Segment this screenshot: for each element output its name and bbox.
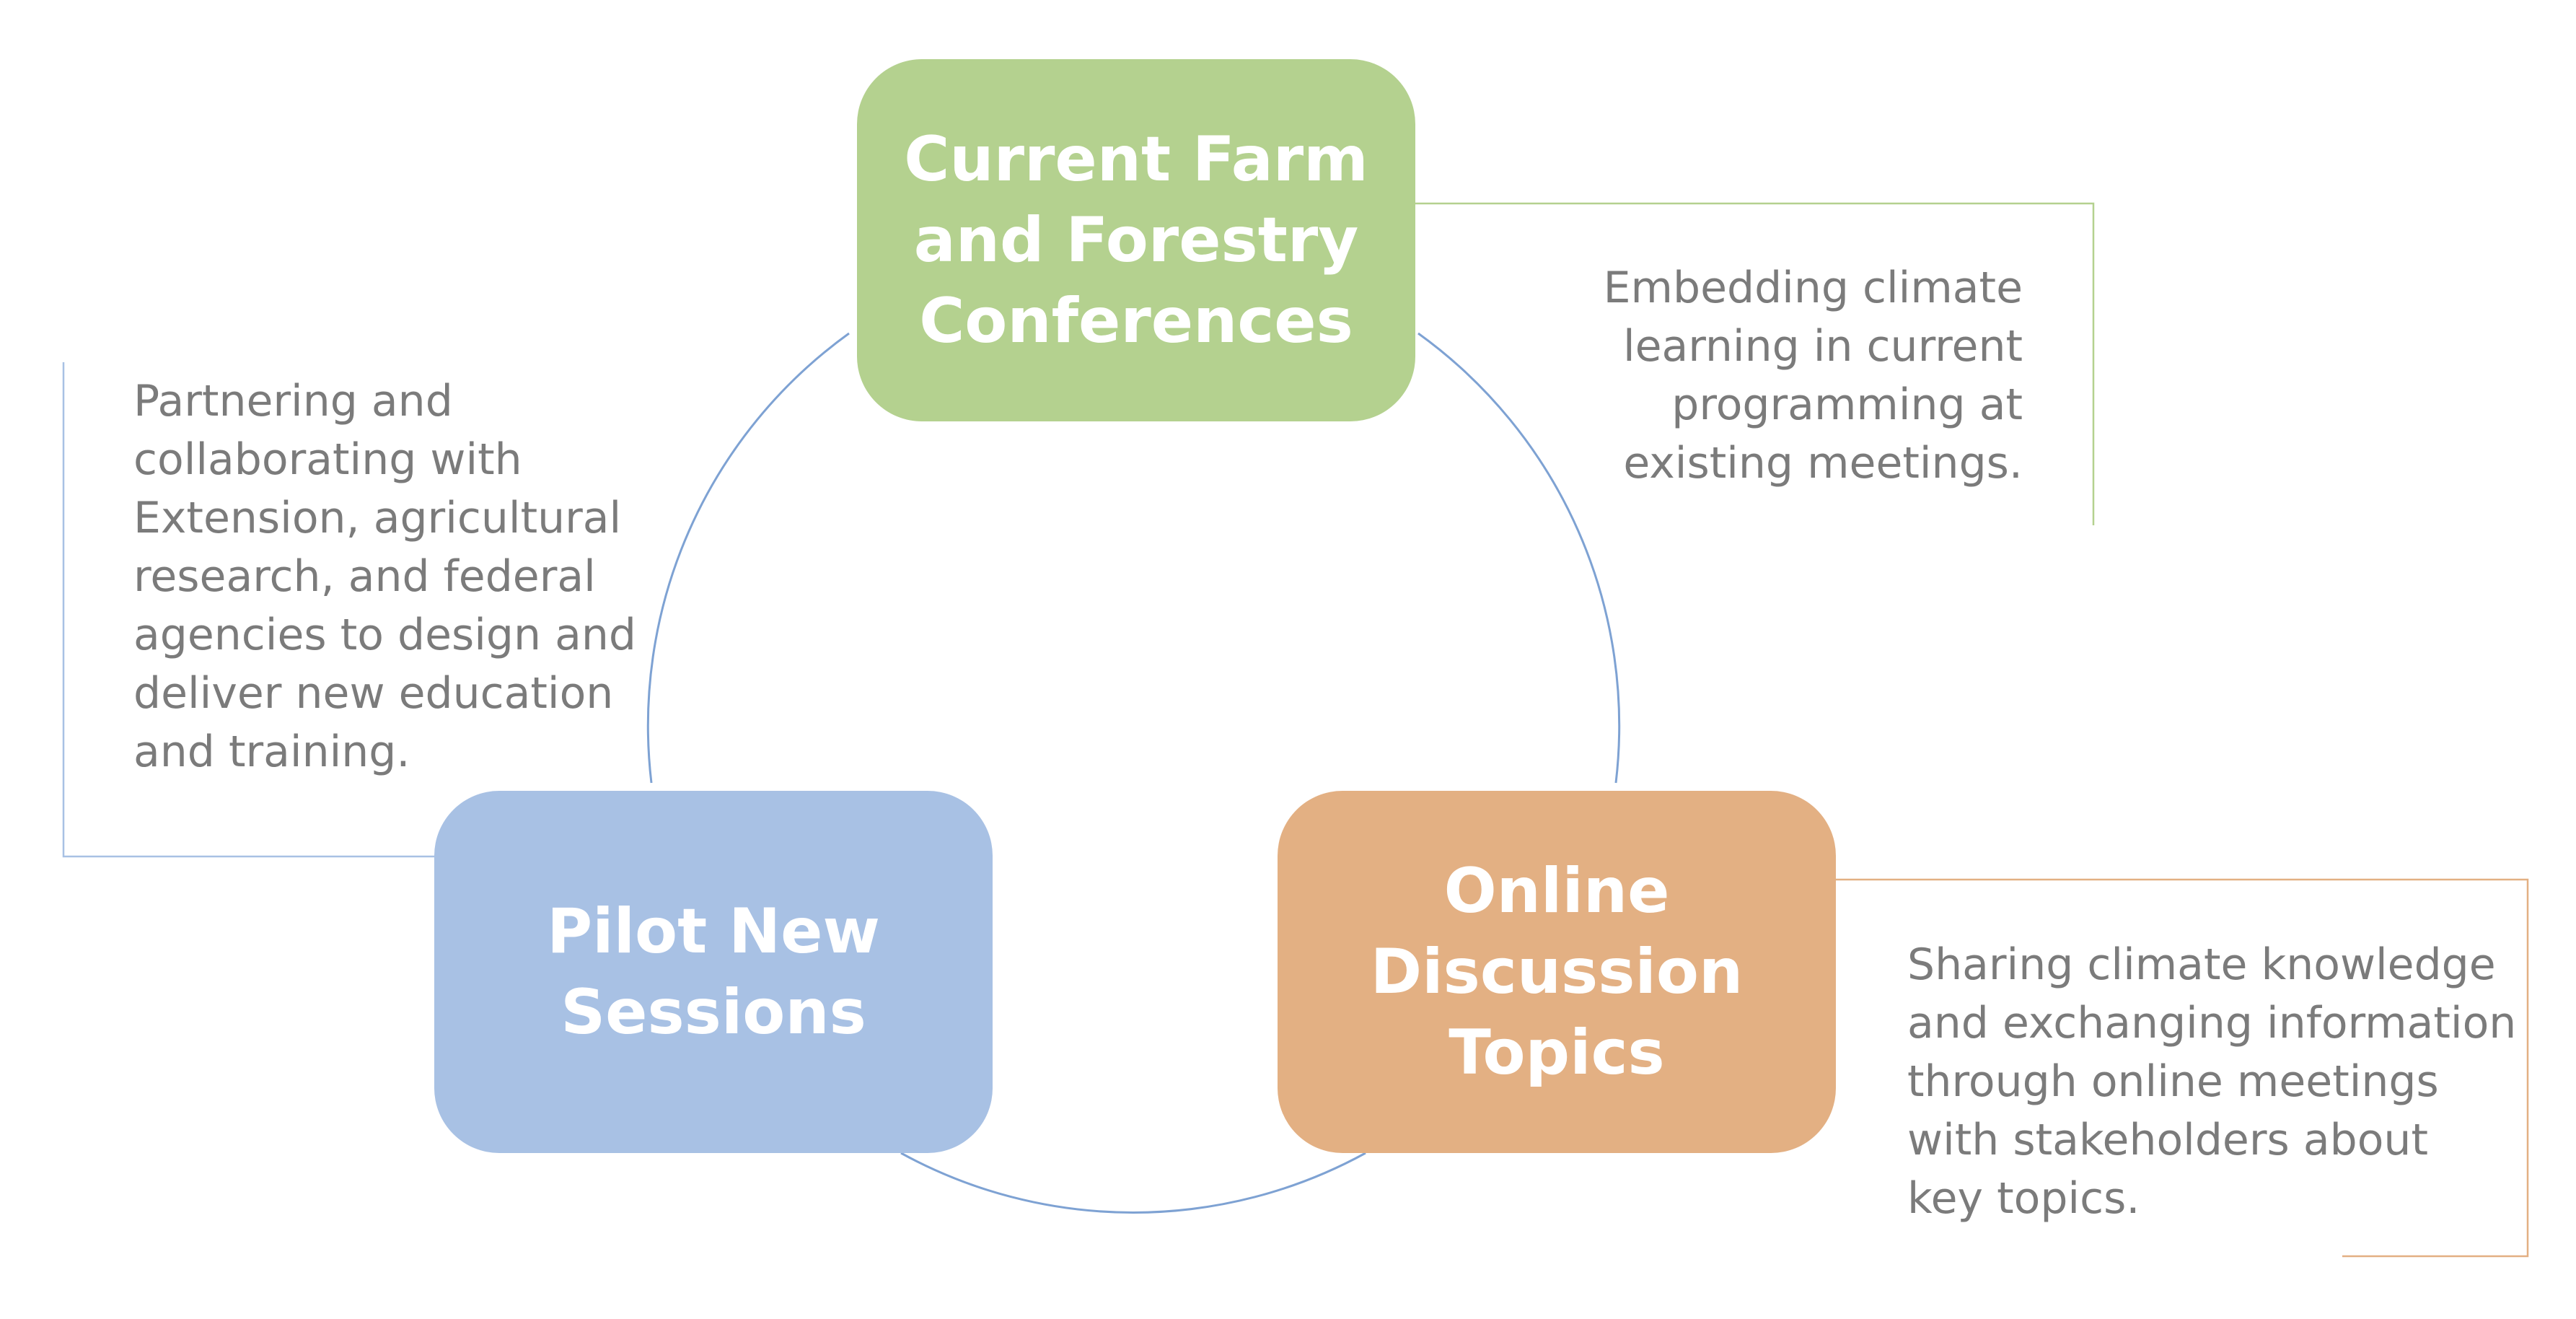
node-label-pilot: Pilot New Sessions <box>547 895 880 1048</box>
description-pilot: Partnering and collaborating with Extens… <box>133 376 637 777</box>
description-farm: Embedding climate learning in current pr… <box>1603 263 2023 488</box>
callout-bracket-online <box>1836 878 2529 1258</box>
node-pilot-new-sessions: Pilot New Sessions <box>434 791 993 1153</box>
callout-bracket-farm <box>1415 202 2095 525</box>
node-current-farm-forestry-conferences: Current Farm and Forestry Conferences <box>857 59 1415 421</box>
cycle-arc-farm-to-online <box>1417 332 1621 784</box>
cycle-arc-pilot-to-farm <box>646 332 850 784</box>
node-label-online: Online Discussion Topics <box>1370 855 1744 1089</box>
node-label-farm: Current Farm and Forestry Conferences <box>904 123 1368 357</box>
callout-bracket-pilot <box>62 362 434 858</box>
node-online-discussion-topics: Online Discussion Topics <box>1278 791 1836 1153</box>
description-online: Sharing climate knowledge and exchanging… <box>1907 939 2517 1224</box>
cycle-arc-online-to-pilot <box>900 1152 1366 1214</box>
